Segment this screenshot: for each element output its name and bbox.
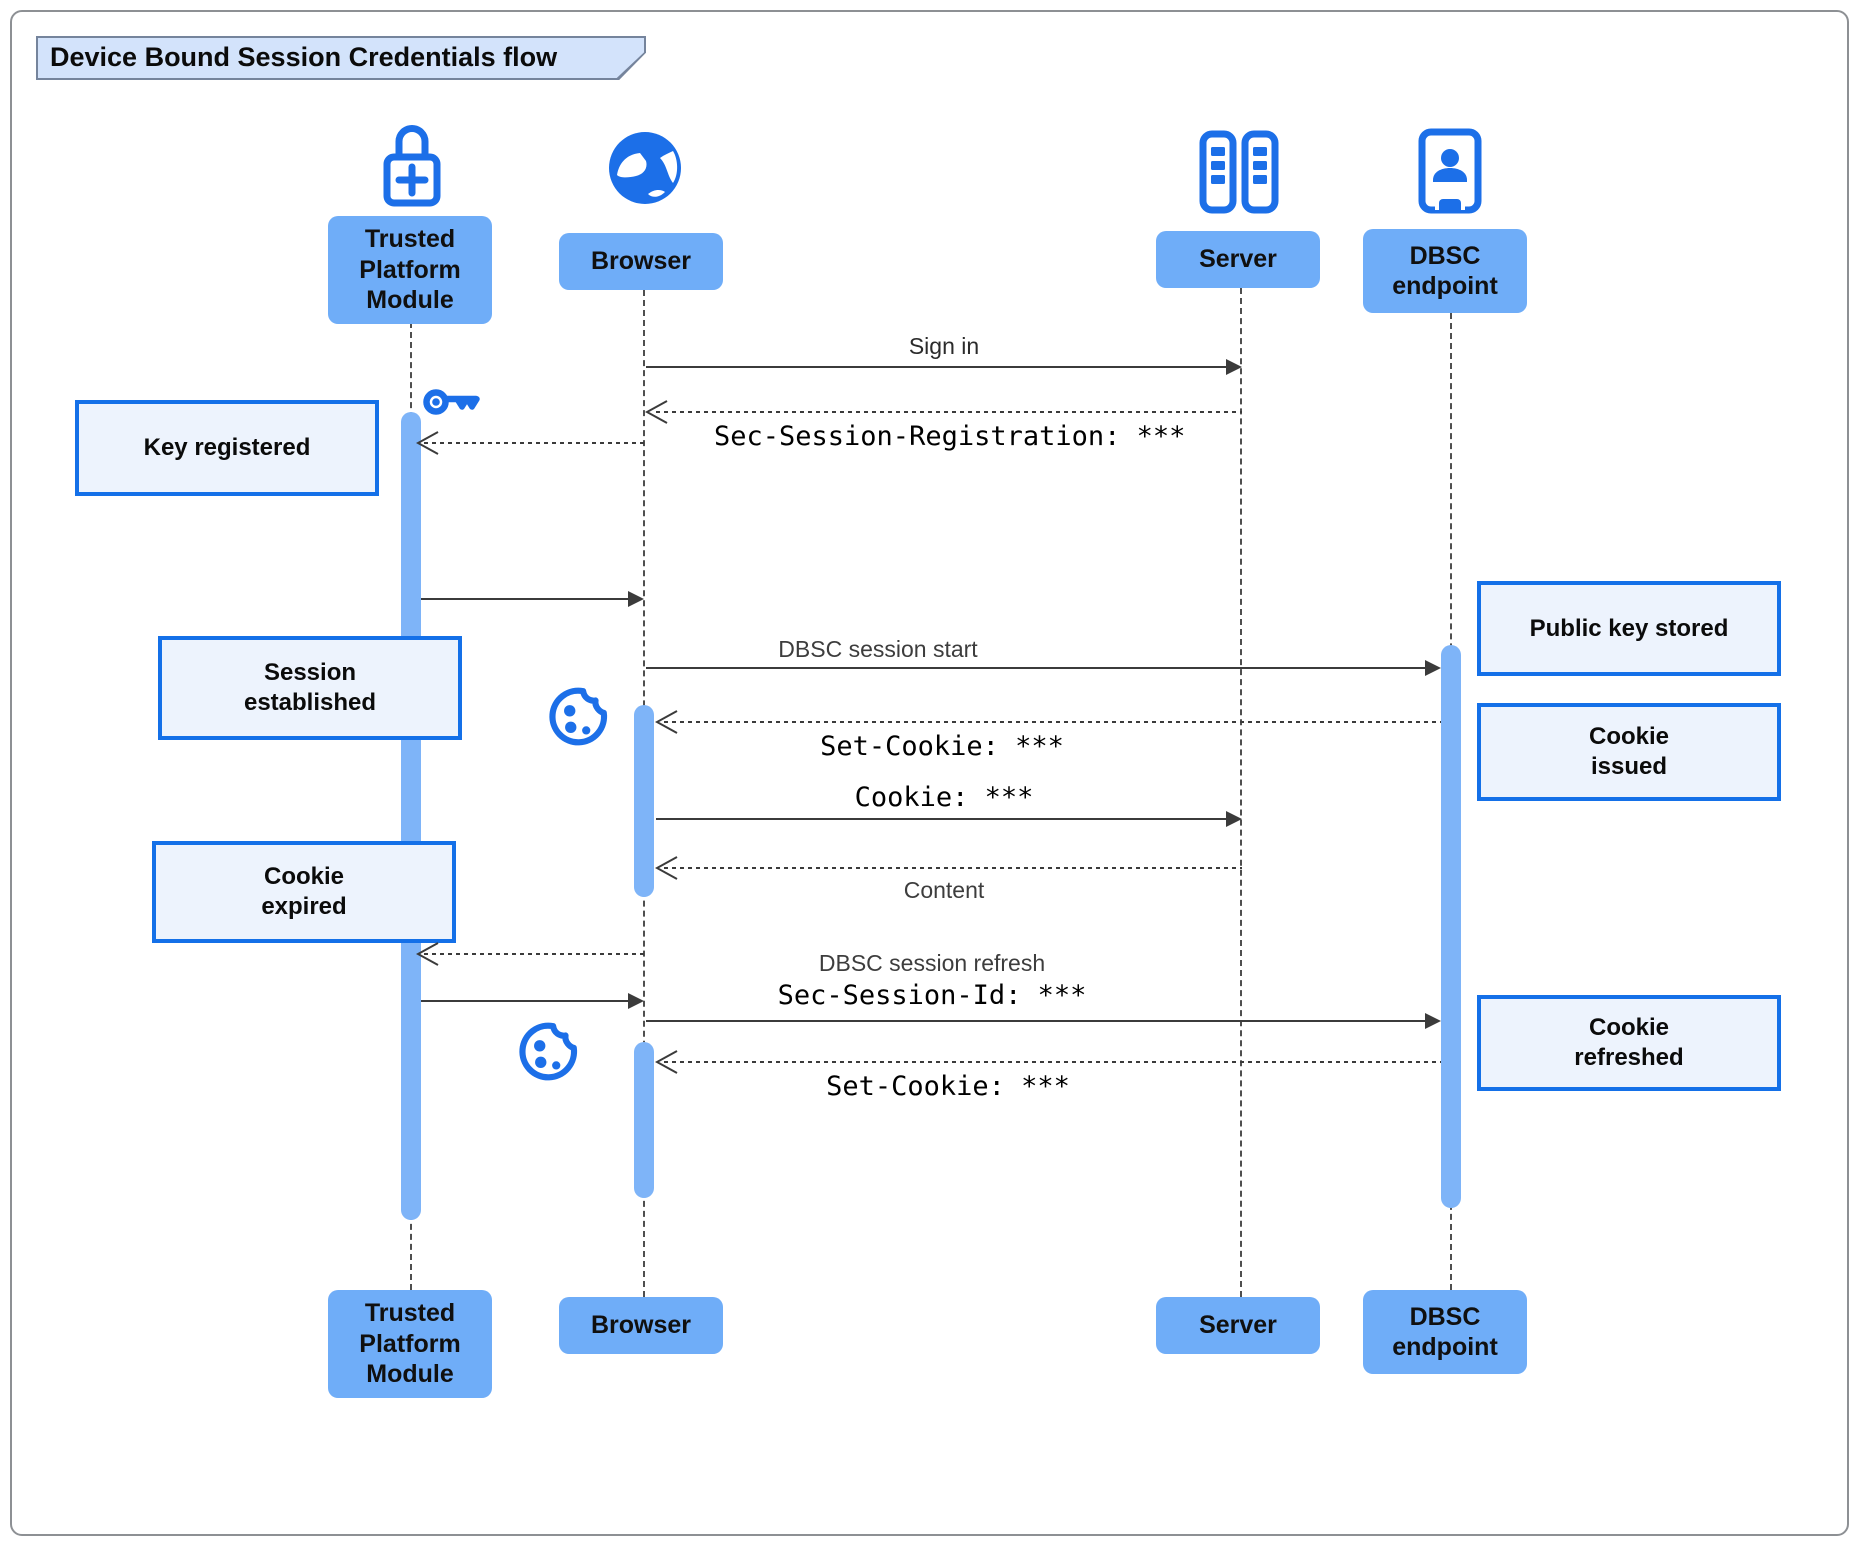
message-cookie: Cookie: *** <box>854 782 1034 813</box>
message-line-tpm-to-browser-1 <box>421 598 629 600</box>
message-line-set-cookie-2 <box>664 1061 1441 1063</box>
actor-bottom-dbsc: DBSC endpoint <box>1363 1290 1527 1374</box>
actor-top-browser-label: Browser <box>590 247 692 276</box>
cookie-icon <box>519 1022 578 1081</box>
message-set-cookie-1: Set-Cookie: *** <box>820 731 1064 762</box>
actor-top-server-label: Server <box>1199 245 1277 274</box>
arrowhead-sec-session-registration <box>645 400 668 424</box>
server-icon <box>1199 130 1279 214</box>
arrowhead-dbsc-session-start <box>1425 660 1441 676</box>
actor-bottom-server-label: Server <box>1199 1311 1277 1340</box>
note-cookie-refreshed-label: Cookie refreshed <box>1574 1014 1684 1071</box>
arrowhead-tpm-to-browser-1 <box>628 591 644 607</box>
diagram-title-tab-fill <box>38 38 644 78</box>
actor-bottom-tpm: Trusted Platform Module <box>328 1290 492 1398</box>
globe-icon <box>609 132 681 204</box>
cookie-icon <box>549 687 608 746</box>
message-line-tpm-to-browser-2 <box>421 1000 629 1002</box>
actor-top-dbsc: DBSC endpoint <box>1363 229 1527 313</box>
message-line-set-cookie-1 <box>664 721 1441 723</box>
note-cookie-refreshed: Cookie refreshed <box>1477 995 1781 1091</box>
arrowhead-set-cookie-1 <box>655 710 678 734</box>
actor-bottom-dbsc-label: DBSC endpoint <box>1392 1302 1498 1362</box>
key-icon <box>423 389 480 415</box>
message-line-sign-in <box>646 366 1228 368</box>
arrowhead-key-register <box>416 431 439 455</box>
note-session-established-label: Session established <box>243 659 377 716</box>
message-sign-in: Sign in <box>908 333 980 359</box>
activation-browser-1 <box>634 705 654 897</box>
note-key-registered: Key registered <box>75 400 379 496</box>
arrowhead-cookie <box>1226 811 1242 827</box>
note-public-key-stored-label: Public key stored <box>1529 614 1729 642</box>
note-session-established: Session established <box>158 636 462 740</box>
message-line-sec-session-registration <box>656 411 1242 413</box>
message-dbsc-session-start: DBSC session start <box>778 636 978 662</box>
note-cookie-issued-label: Cookie issued <box>1588 723 1669 780</box>
activation-browser-2 <box>634 1042 654 1198</box>
lock-plus-icon <box>383 125 441 207</box>
actor-top-server: Server <box>1156 231 1320 288</box>
actor-top-browser: Browser <box>559 233 723 290</box>
message-dbsc-session-refresh: DBSC session refresh <box>818 950 1046 976</box>
diagram-title-tab: Device Bound Session Credentials flow <box>36 36 646 80</box>
message-sec-session-id: Sec-Session-Id: *** <box>777 980 1087 1011</box>
message-content: Content <box>903 877 985 903</box>
message-line-content <box>664 867 1242 869</box>
actor-top-tpm-label: Trusted Platform Module <box>359 225 461 315</box>
activation-dbsc-endpoint <box>1441 645 1461 1208</box>
actor-top-dbsc-label: DBSC endpoint <box>1392 241 1498 301</box>
arrowhead-set-cookie-2 <box>655 1050 678 1074</box>
message-line-cookie <box>656 818 1228 820</box>
arrowhead-dbsc-session-refresh <box>1425 1013 1441 1029</box>
message-sec-session-registration: Sec-Session-Registration: *** <box>714 421 1186 452</box>
note-cookie-expired-label: Cookie expired <box>261 863 347 920</box>
arrowhead-sign-in <box>1226 359 1242 375</box>
arrowhead-content <box>655 856 678 880</box>
message-line-key-register <box>424 442 644 444</box>
actor-bottom-browser: Browser <box>559 1297 723 1354</box>
note-key-registered-label: Key registered <box>143 434 311 461</box>
actor-top-tpm: Trusted Platform Module <box>328 216 492 324</box>
message-line-browser-to-tpm-2 <box>424 953 644 955</box>
message-set-cookie-2: Set-Cookie: *** <box>826 1071 1070 1102</box>
activation-tpm <box>401 412 421 1220</box>
diagram-title: Device Bound Session Credentials flow <box>50 42 558 72</box>
actor-bottom-browser-label: Browser <box>590 1311 692 1340</box>
note-cookie-issued: Cookie issued <box>1477 703 1781 801</box>
arrowhead-tpm-to-browser-2 <box>628 993 644 1009</box>
actor-bottom-tpm-label: Trusted Platform Module <box>359 1299 461 1389</box>
actor-bottom-server: Server <box>1156 1297 1320 1354</box>
note-cookie-expired: Cookie expired <box>152 841 456 943</box>
lifeline-server <box>1240 288 1242 1297</box>
arrowhead-browser-to-tpm-2 <box>416 942 439 966</box>
message-line-dbsc-session-start <box>646 667 1426 669</box>
note-public-key-stored: Public key stored <box>1477 581 1781 676</box>
message-line-dbsc-session-refresh <box>646 1020 1426 1022</box>
endpoint-person-icon <box>1418 128 1482 214</box>
